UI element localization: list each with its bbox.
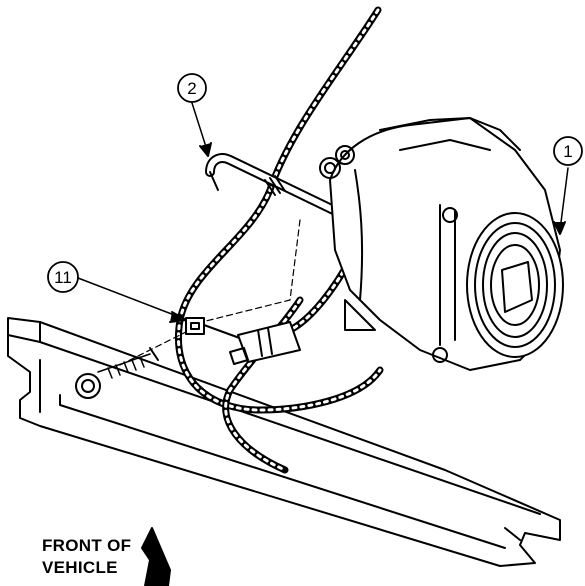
compressor-pulley — [466, 212, 564, 358]
front-of-label: FRONT OF — [42, 536, 132, 555]
vehicle-label: VEHICLE — [42, 558, 118, 577]
callout-11 — [47, 261, 187, 323]
callout-label-2: 2 — [187, 79, 196, 98]
electrical-connector — [185, 317, 301, 365]
callout-1 — [553, 136, 583, 235]
callout-2 — [177, 73, 212, 157]
refrigerant-hose — [205, 153, 355, 223]
mounting-bolt — [75, 347, 159, 399]
callout-label-1: 1 — [563, 142, 572, 161]
front-arrow-icon — [141, 527, 171, 586]
callout-label-11: 11 — [54, 268, 72, 287]
frame-rail — [7, 317, 561, 567]
